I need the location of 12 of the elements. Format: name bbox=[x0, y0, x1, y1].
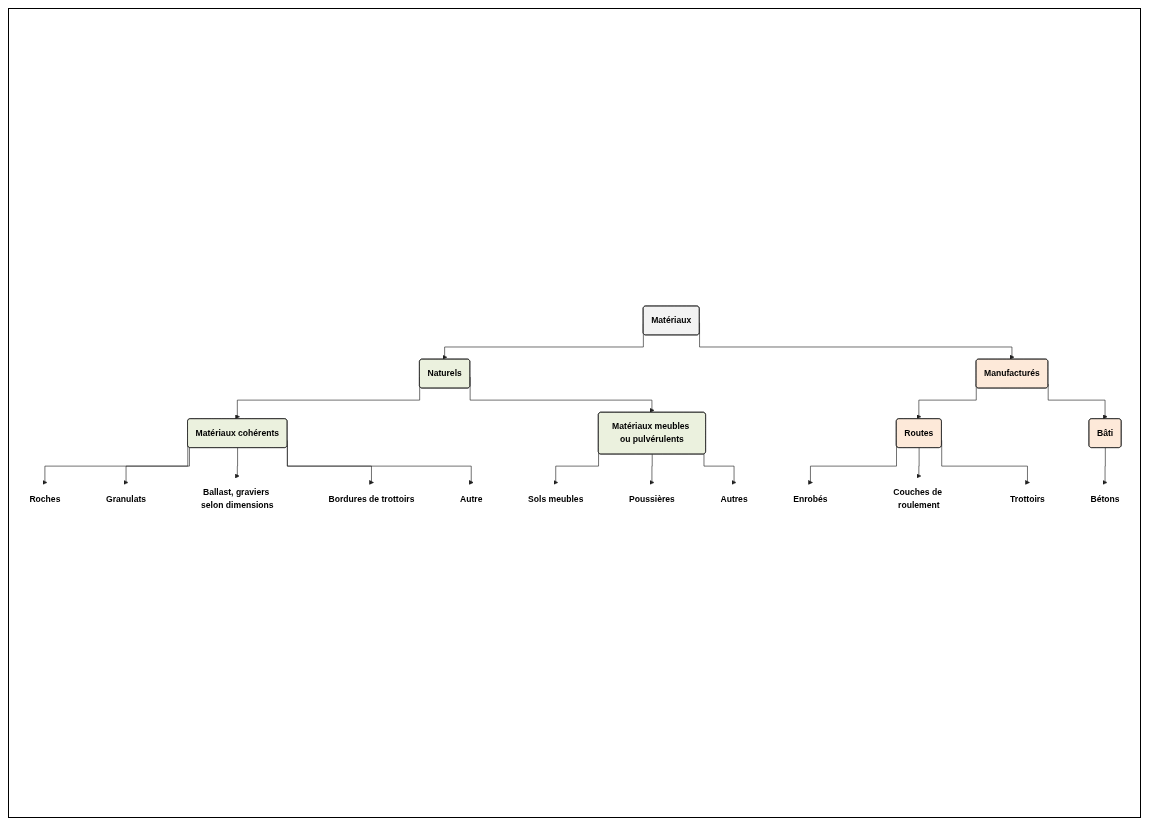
node-text: Autres bbox=[720, 494, 748, 504]
node-text: Granulats bbox=[106, 494, 147, 504]
node-text: Sols meubles bbox=[528, 494, 584, 504]
node-text: Autre bbox=[460, 494, 483, 504]
node-text: Enrobés bbox=[793, 494, 828, 504]
node-text: Ballast, graviers selon dimensions bbox=[201, 487, 274, 510]
node-text: Bétons bbox=[1090, 494, 1120, 504]
node-text: Trottoirs bbox=[1010, 494, 1045, 504]
node-text: Bordures de trottoirs bbox=[328, 494, 415, 504]
node-text: Roches bbox=[29, 494, 61, 504]
node-text: Couches de roulement bbox=[893, 487, 942, 510]
node-text: Poussières bbox=[629, 494, 675, 504]
